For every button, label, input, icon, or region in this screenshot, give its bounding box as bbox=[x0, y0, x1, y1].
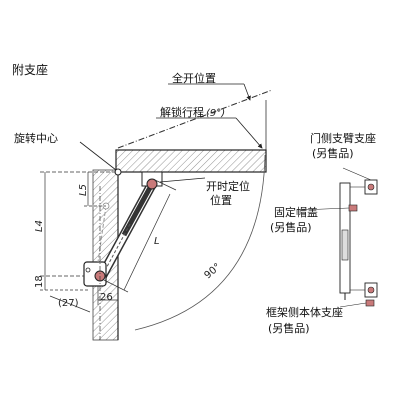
dim-l: L bbox=[154, 236, 160, 247]
gas-spring bbox=[97, 179, 157, 281]
door-side-arm-bracket-part bbox=[339, 167, 378, 300]
unlock-stroke-text: 解锁行程 bbox=[160, 106, 204, 119]
frame-side-body-bracket-part bbox=[339, 282, 378, 308]
full-open-door-line bbox=[117, 89, 273, 149]
rotation-center-label: 旋转中心 bbox=[14, 132, 58, 145]
ghost-spring-position bbox=[97, 205, 107, 263]
full-open-position-label: 全开位置 bbox=[172, 72, 216, 85]
door-side-bracket bbox=[141, 171, 163, 190]
dim-27: (27) bbox=[58, 298, 79, 309]
door-bracket-label-2: (另售品) bbox=[312, 147, 354, 160]
open-position-label-1: 开时定位 bbox=[206, 180, 250, 193]
dim-l4: L4 bbox=[34, 220, 45, 232]
fixing-cap-label-2: (另售品) bbox=[270, 221, 312, 234]
dim-l5: L5 bbox=[78, 184, 89, 196]
dim-18: 18 bbox=[34, 275, 45, 288]
rotation-center-leader bbox=[79, 141, 117, 171]
frame-bracket-label-2: (另售品) bbox=[268, 322, 310, 335]
page-title: 附支座 bbox=[12, 63, 49, 77]
open-position-label-2: 位置 bbox=[210, 194, 232, 207]
dim-26: 26 bbox=[100, 292, 113, 303]
dimension-lines bbox=[40, 171, 177, 340]
unlock-stroke-label: 解锁行程(9°) bbox=[160, 106, 225, 119]
callout-leaders bbox=[156, 83, 263, 183]
door-bracket-label-1: 门侧支臂支座 bbox=[310, 132, 376, 145]
fixing-cap-label-1: 固定帽盖 bbox=[274, 206, 318, 219]
unlock-stroke-angle: (9°) bbox=[206, 108, 226, 119]
frame-bracket-label-1: 框架侧本体支座 bbox=[266, 306, 343, 319]
rotation-arc bbox=[134, 154, 266, 331]
door-panel bbox=[115, 149, 267, 173]
frame-side-bracket bbox=[83, 261, 107, 287]
fixing-cap-part bbox=[299, 204, 358, 212]
